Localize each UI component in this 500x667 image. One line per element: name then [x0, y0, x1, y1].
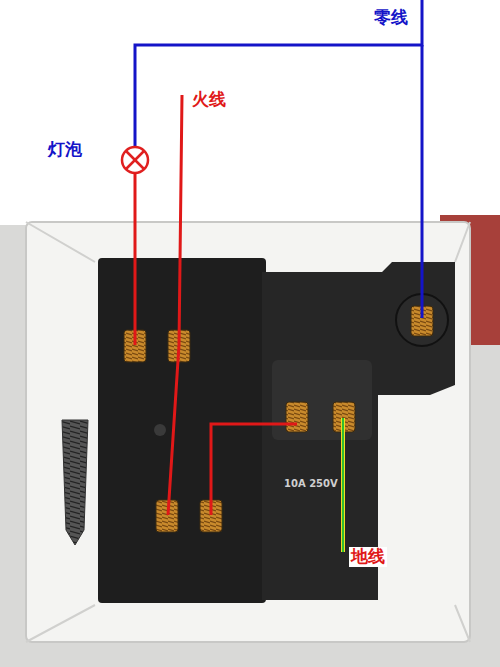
socket-body	[262, 262, 455, 600]
body-rivet	[154, 424, 166, 436]
switched-live-wire	[134, 173, 137, 345]
neutral-wire-to-socket	[421, 45, 424, 318]
switch-body	[98, 258, 266, 603]
plate-bevel	[26, 222, 470, 642]
earth-wire	[341, 418, 345, 552]
wire-label: 火线	[190, 90, 228, 110]
bulb-symbol	[122, 147, 148, 173]
neutral-wire	[135, 0, 422, 147]
component-label: 灯泡	[46, 140, 84, 160]
live-wire	[168, 95, 182, 515]
rating-label: 10A 250V	[282, 478, 340, 490]
socket-terminal-block	[272, 360, 372, 440]
live-wire-to-socket	[211, 424, 297, 515]
face-plate	[26, 222, 470, 642]
wire-label: 零线	[372, 8, 410, 28]
earth-wire-stripe	[342, 418, 344, 552]
wire-label: 地线	[349, 547, 387, 567]
mounting-screw	[62, 420, 88, 545]
